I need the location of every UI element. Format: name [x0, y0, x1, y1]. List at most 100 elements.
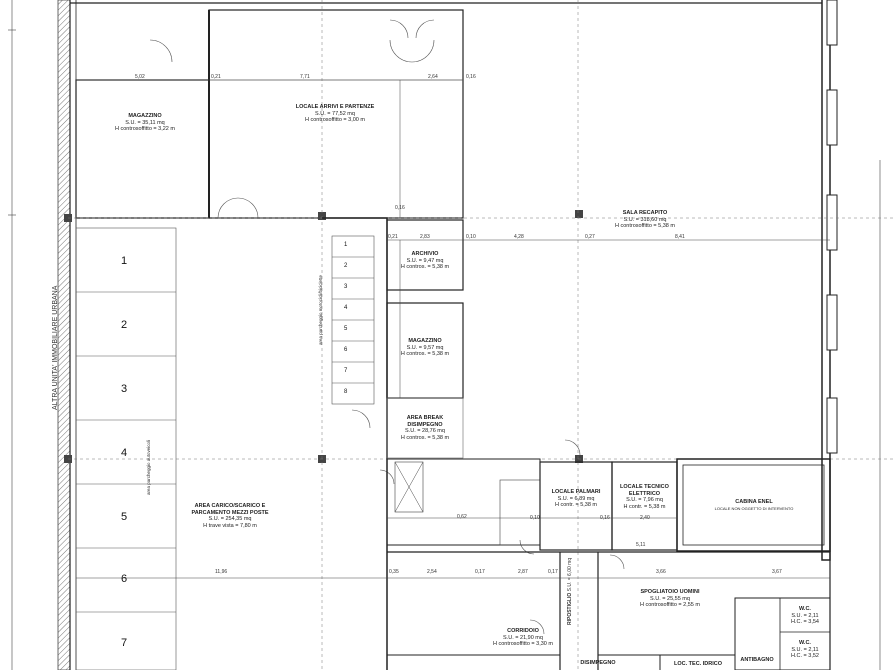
dim-label: 2,54 — [427, 569, 437, 575]
dim-label: 0,35 — [389, 569, 399, 575]
label-spogliatoio: SPOGLIATOIO UOMINI S.U. = 25,55 mq H con… — [620, 589, 720, 609]
dim-label: 0,21 — [211, 74, 221, 80]
dim-label: 0,62 — [457, 514, 467, 520]
room-note: LOCALE NON OGGETTO DI INTERVENTO — [714, 505, 794, 511]
bay-number: 5 — [121, 511, 128, 523]
bay-number: 1 — [121, 255, 128, 267]
neighbour-wall-hatch — [57, 0, 71, 670]
room-name: ARCHIVIO — [411, 251, 439, 257]
room-name: ANTIBAGNO — [740, 657, 774, 663]
room-height: H contros. = 5,38 m — [400, 351, 450, 357]
label-archivio: ARCHIVIO S.U. = 9,47 mq H contros. = 5,3… — [392, 251, 458, 271]
dim-label: 8,41 — [675, 234, 685, 240]
room-area: S.U. = 35,11 mq — [125, 119, 165, 126]
room-magazzino-top-outline — [75, 79, 210, 219]
dim-label: 7,71 — [300, 74, 310, 80]
dimension-lines — [76, 79, 830, 579]
dim-label: 0,10 — [466, 234, 476, 240]
room-name: AREA BREAK — [406, 415, 444, 421]
room-name-2: ELETTRICO — [628, 490, 661, 497]
slot-number: 7 — [344, 368, 348, 374]
area-break-outline — [386, 397, 464, 459]
right-windows — [826, 0, 838, 454]
room-area: S.U. = 28,76 mq — [405, 428, 445, 434]
dim-label: 3,66 — [656, 569, 666, 575]
room-height: H trave vista = 7,80 m — [203, 522, 257, 529]
slot-number: 8 — [344, 389, 348, 395]
slot-number: 3 — [344, 284, 348, 290]
label-loc-tec-idrico: LOC. TEC. IDRICO — [665, 661, 731, 668]
room-height: H.C. = 3,54 — [791, 619, 819, 625]
dim-label: 0,10 — [530, 515, 540, 521]
slot-number: 2 — [344, 263, 348, 269]
room-height: H contros. = 5,38 m — [400, 264, 450, 270]
label-area-carico: AREA CARICO/SCARICO E PARCAMENTO MEZZI P… — [180, 503, 280, 529]
label-corridoio: CORRIDOIO S.U. = 21,90 mq H controsoffit… — [478, 628, 568, 648]
room-name: SALA RECAPITO — [622, 210, 668, 216]
label-sala-recapito: SALA RECAPITO S.U. = 318,60 mq H contros… — [590, 210, 700, 230]
dim-label: 0,17 — [548, 569, 558, 575]
label-wc1: W.C. S.U. = 2,11 H.C. = 3,54 — [781, 606, 829, 626]
room-name-2: PARCAMENTO MEZZI POSTE — [191, 509, 269, 516]
room-height: H controsoffitto = 3,22 m — [115, 126, 175, 132]
room-name: CABINA ENEL — [735, 499, 773, 505]
bay-strip — [75, 227, 177, 670]
dim-label: 0,17 — [475, 569, 485, 575]
room-wc-outline — [734, 597, 831, 670]
slot-number: 6 — [344, 347, 348, 353]
room-cabina-outline — [676, 458, 831, 552]
room-name: MAGAZZINO — [408, 338, 442, 344]
room-name-2: DISIMPEGNO — [407, 421, 443, 428]
room-name: CORRIDOIO — [507, 628, 539, 634]
label-locale-tecnico: LOCALE TECNICO ELETTRICO S.U. = 7,96 mq … — [614, 484, 675, 510]
slot-number: 5 — [344, 326, 348, 332]
dim-label: 5,02 — [135, 74, 145, 80]
room-name: LOC. TEC. IDRICO — [674, 661, 722, 667]
room-height: H controsoffitto = 5,38 m — [615, 223, 675, 229]
label-locale-palmari: LOCALE PALMARI S.U. = 6,89 mq H contr. =… — [543, 489, 609, 509]
doors — [149, 19, 625, 635]
room-area: S.U. = 2,11 — [791, 646, 819, 653]
dim-label: 2,40 — [640, 515, 650, 521]
label-disimpegno-bottom: DISIMPEGNO — [568, 660, 628, 667]
slot-number: 4 — [344, 305, 348, 311]
room-height: H.C. = 3,52 — [791, 653, 819, 659]
dim-label: 2,64 — [428, 74, 438, 80]
service-block-outline — [387, 551, 831, 670]
room-name: W.C. — [799, 606, 811, 612]
room-height: H contr. = 5,38 m — [623, 503, 666, 510]
dim-label: 2,87 — [518, 569, 528, 575]
room-height: H contr. = 5,38 m — [554, 502, 598, 508]
label-parcheggio-bici: area parcheggio motocicli/biciclette — [318, 274, 323, 345]
room-area: S.U. = 6,89 mq — [557, 495, 595, 502]
label-magazzino-top: MAGAZZINO S.U. = 35,11 mq H controsoffit… — [100, 113, 190, 133]
dim-label: 0,21 — [388, 234, 398, 240]
slot-number: 1 — [344, 242, 348, 248]
room-area: S.U. = 25,55 mq — [650, 595, 690, 602]
columns — [64, 210, 583, 463]
bay-number: 4 — [121, 447, 128, 459]
room-height: H contros. = 5,38 m — [400, 434, 450, 441]
room-name: LOCALE TECNICO — [620, 484, 669, 490]
room-name: MAGAZZINO — [128, 113, 162, 119]
stair-block — [386, 458, 541, 546]
room-area: S.U. = 6,00 mq — [567, 557, 573, 592]
grid-lines — [68, 0, 893, 670]
label-parcheggio-auto: area parcheggio autoveicoli — [146, 439, 151, 495]
bay-number: 2 — [121, 319, 128, 331]
label-magazzino-mid: MAGAZZINO S.U. = 9,57 mq H contros. = 5,… — [392, 338, 458, 358]
room-height: H controsoffitto = 2,55 m — [640, 602, 700, 608]
room-area: S.U. = 254,35 mq — [208, 516, 252, 522]
room-area: S.U. = 9,57 mq — [406, 344, 444, 351]
room-area: S.U. = 77,52 mq — [315, 110, 355, 117]
bay-number: 7 — [121, 637, 128, 649]
room-name: SPOGLIATOIO UOMINI — [640, 589, 700, 595]
room-height: H controsoffitto = 3,00 m — [305, 117, 365, 123]
room-area: S.U. = 21,90 mq — [503, 634, 543, 641]
room-archivio-outline — [386, 219, 464, 291]
dim-label: 4,28 — [514, 234, 524, 240]
bay-number: 3 — [121, 383, 128, 395]
room-name: AREA CARICO/SCARICO E — [194, 503, 266, 509]
label-antibagno: ANTIBAGNO — [735, 657, 779, 664]
